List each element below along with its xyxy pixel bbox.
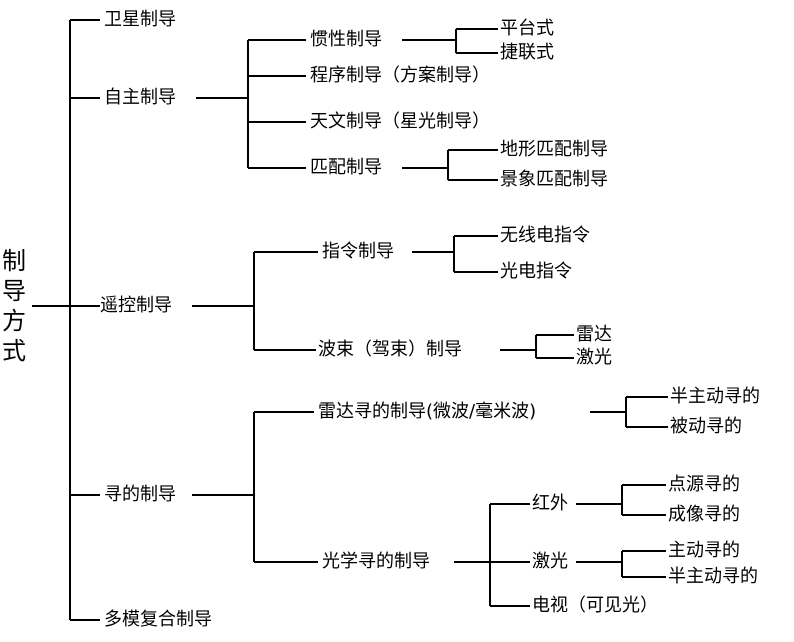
node-beam-laser: 激光 [576,347,612,369]
node-tv: 电视（可见光） [532,595,658,617]
node-scene: 景象匹配制导 [500,169,608,191]
node-point-source: 点源寻的 [668,474,740,496]
node-semi-active: 半主动寻的 [670,386,760,408]
node-multimode: 多模复合制导 [104,609,212,631]
node-inertial: 惯性制导 [310,29,382,51]
node-beam-radar: 雷达 [576,324,612,346]
node-autonomous: 自主制导 [104,87,176,109]
node-homing: 寻的制导 [104,484,176,506]
node-active: 主动寻的 [668,540,740,562]
node-optical-homing: 光学寻的制导 [322,551,430,573]
node-passive: 被动寻的 [670,416,742,438]
root-node: 制导方式 [2,247,26,365]
node-beam: 波束（驾束）制导 [318,339,462,361]
node-matching: 匹配制导 [310,157,382,179]
node-semi-active-2: 半主动寻的 [668,566,758,588]
node-terrain: 地形匹配制导 [500,139,608,161]
node-infrared: 红外 [532,493,568,515]
node-celestial: 天文制导（星光制导） [310,111,490,133]
node-radio-command: 无线电指令 [500,225,590,247]
node-program: 程序制导（方案制导） [310,65,490,87]
node-laser: 激光 [532,551,568,573]
node-platform: 平台式 [500,18,554,40]
node-command: 指令制导 [322,241,394,263]
node-satellite: 卫星制导 [104,9,176,31]
node-strapdown: 捷联式 [500,42,554,64]
node-optical-command: 光电指令 [500,261,572,283]
node-remote: 遥控制导 [100,295,172,317]
node-imaging: 成像寻的 [668,504,740,526]
node-radar-homing: 雷达寻的制导(微波/毫米波) [318,401,537,423]
